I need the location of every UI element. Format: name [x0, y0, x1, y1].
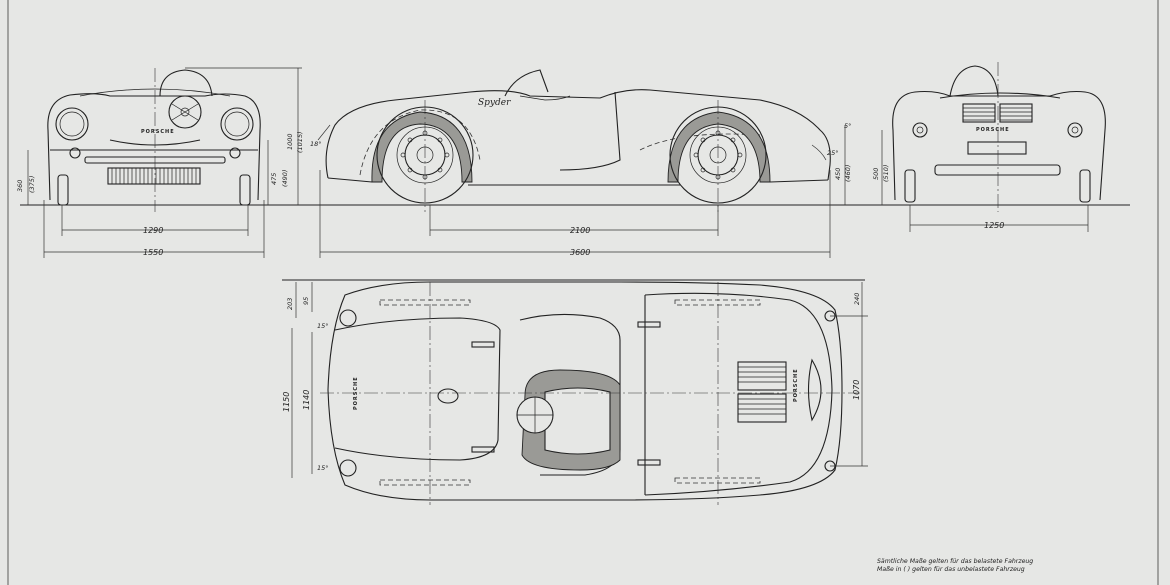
dim-wheelbase: 2100: [570, 226, 590, 235]
dim-front-bumper-height-unladen: (490): [281, 170, 289, 187]
dim-top-front-overhang: 203: [286, 298, 294, 310]
side-dimensions: 2100 3600 450 (460) 18° 25° 5°: [310, 122, 852, 258]
dim-overall-length: 3600: [570, 248, 590, 257]
dim-rear-lamp-height: 500: [872, 168, 880, 180]
dim-top-front-width-a: 1150: [282, 392, 291, 412]
dim-rear-top-angle: 5°: [844, 122, 851, 130]
dim-top-rear-width: 1070: [852, 380, 861, 400]
rear-brand-text: PORSCHE: [976, 127, 1010, 133]
dim-front-lamp-height: 360: [16, 180, 24, 192]
dim-top-rear-overhang: 240: [853, 293, 861, 305]
top-view: PORSCHE PORSCHE: [282, 279, 865, 505]
note-unladen: Maße in ( ) gelten für das unbelastete F…: [877, 566, 1025, 573]
rear-dimensions: 1250 500 (510): [872, 130, 1089, 232]
dim-top-lamp-offset: 95: [302, 297, 310, 305]
front-dimensions: 1290 1550 360 (375) 475 (490) 1000 (1015…: [16, 67, 304, 258]
dim-front-angle: 18°: [310, 140, 322, 148]
side-view: Spyder: [325, 69, 831, 212]
note-laden: Sämtliche Maße gelten für das belastete …: [877, 558, 1034, 565]
dim-top-lamp-angle-b: 15°: [317, 464, 329, 472]
sheet-border: [7, 0, 1159, 585]
front-view: PORSCHE: [47, 68, 261, 212]
dim-front-track: 1290: [143, 226, 163, 235]
dim-front-lamp-height-unladen: (375): [28, 176, 36, 193]
dim-overall-width: 1550: [143, 248, 163, 257]
dim-front-bumper-height: 475: [270, 173, 278, 185]
dim-rear-track: 1250: [984, 221, 1004, 230]
dim-rear-height-unladen: (460): [844, 165, 852, 182]
dim-overall-height: 1000: [286, 133, 294, 150]
top-dimensions: 203 95 1150 1140 15° 15° 240 1070: [282, 282, 868, 478]
top-brand-rear: PORSCHE: [793, 368, 799, 402]
dimension-notes: Sämtliche Maße gelten für das belastete …: [877, 558, 1057, 574]
side-model-script: Spyder: [478, 98, 511, 108]
dim-top-front-width-b: 1140: [302, 390, 311, 410]
dim-rear-angle: 25°: [827, 149, 839, 157]
dim-rear-lamp-height-unladen: (510): [882, 165, 890, 182]
dim-overall-height-unladen: (1015): [296, 131, 304, 153]
top-brand-front: PORSCHE: [353, 376, 359, 410]
rear-view: PORSCHE: [892, 62, 1106, 212]
front-brand-text: PORSCHE: [141, 129, 175, 135]
dim-rear-height: 450: [834, 168, 842, 180]
dim-top-lamp-angle-a: 15°: [317, 322, 329, 330]
